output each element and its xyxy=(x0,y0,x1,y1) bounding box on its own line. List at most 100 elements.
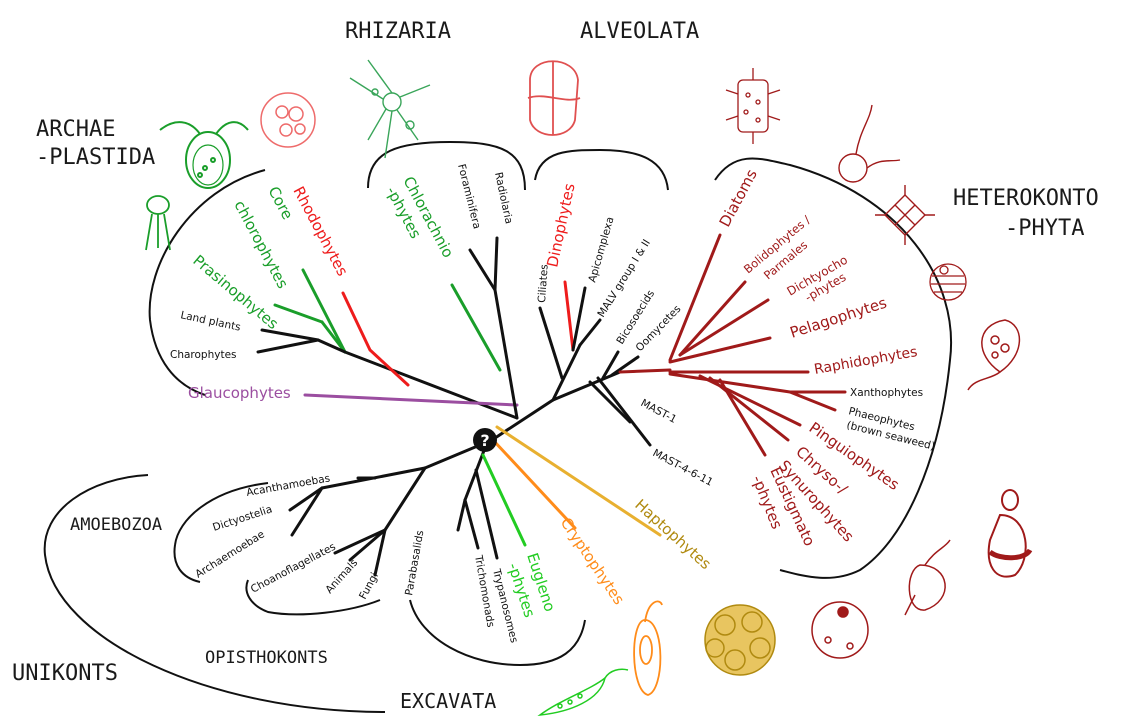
branch-ciliates xyxy=(538,306,564,380)
supergroup-amoebozoa: AMOEBOZOA xyxy=(70,515,162,535)
supergroup-rhizaria: RHIZARIA xyxy=(345,19,451,44)
heterokontophyta-bracket xyxy=(714,157,953,579)
branch-dinophytes xyxy=(563,280,575,352)
label-mast4: MAST-4-6-11 xyxy=(651,447,715,489)
branch-archaemoebae xyxy=(290,486,324,537)
branch-unikonts-trunk xyxy=(423,443,482,470)
branch-pelagophytes xyxy=(668,336,772,364)
chlorarachniophyte-illustration xyxy=(349,59,431,159)
supergroup-heterokontophyta-line1: HETEROKONTO xyxy=(953,186,1099,211)
label-pelagophytes: Pelagophytes xyxy=(788,294,889,342)
supergroup-archaeplastida-line2: -PLASTIDA xyxy=(36,145,155,170)
label-cryptophytes: Cryptophytes xyxy=(557,514,628,608)
supergroup-unikonts: UNIKONTS xyxy=(12,661,118,686)
label-parabasalids: Parabasalids xyxy=(403,529,426,596)
branch-choanoflagellates xyxy=(333,528,387,555)
branch-rhizaria-trunk xyxy=(493,288,519,420)
branch-eustigmatophytes xyxy=(718,378,767,457)
branch-oomycetes xyxy=(610,355,640,377)
archaeplastida-bracket xyxy=(148,169,266,396)
label-mast1: MAST-1 xyxy=(639,397,679,426)
branch-foraminifera xyxy=(468,248,497,292)
label-ciliates: Ciliates xyxy=(536,264,551,303)
branch-prasinophytes xyxy=(273,303,324,324)
label-core-chlorophytes-line1: Core xyxy=(264,183,296,222)
prasinophyte-illustration xyxy=(145,195,171,251)
branch-glaucophytes xyxy=(303,393,519,407)
cryptophyte-illustration xyxy=(633,600,663,696)
supergroup-alveolata: ALVEOLATA xyxy=(580,19,699,44)
label-raphidophytes: Raphidophytes xyxy=(813,344,919,378)
label-archaemoebae: Archaemoebae xyxy=(193,528,267,580)
pelagophyte-illustration xyxy=(929,263,967,301)
flagellate-illustration xyxy=(838,104,901,183)
branch-excavata-trunk xyxy=(463,446,487,502)
euglena-illustration xyxy=(537,668,629,717)
supergroup-heterokontophyta-line2: -PHYTA xyxy=(1005,216,1084,241)
branch-core-chlorophytes xyxy=(301,268,347,354)
branch-bolidophytes xyxy=(678,280,747,357)
label-radiolaria: Radiolaria xyxy=(492,171,515,225)
alveolata-bracket xyxy=(534,148,669,191)
branch-phaeophytes xyxy=(788,390,837,412)
dinoflagellate-illustration xyxy=(527,60,581,136)
amoebozoa-bracket xyxy=(173,482,269,583)
branch-ochrophyta-trunk xyxy=(618,368,672,374)
label-xanthophytes: Xanthophytes xyxy=(850,387,923,399)
branch-trypanosomes xyxy=(474,468,499,560)
branch-rhodophytes xyxy=(341,291,410,387)
branch-dictyostelia xyxy=(288,486,324,512)
branch-radiolaria xyxy=(493,236,499,292)
label-dinophytes: Dinophytes xyxy=(543,182,578,269)
branch-chlorarachniophytes xyxy=(450,283,502,372)
branch-cryptophytes xyxy=(491,438,577,530)
branch-trichomonads xyxy=(463,498,480,550)
root-question-mark: ? xyxy=(480,431,489,450)
dictyochophyte-illustration xyxy=(875,185,935,245)
branch-malv xyxy=(578,318,602,347)
branch-mast4 xyxy=(596,376,652,447)
label-glaucophytes: Glaucophytes xyxy=(188,384,291,402)
branch-euglenophytes xyxy=(481,453,527,547)
branch-chrysophytes xyxy=(708,376,790,442)
supergroup-excavata: EXCAVATA xyxy=(400,689,496,713)
label-diatoms: Diatoms xyxy=(716,166,761,230)
label-animals: Animals xyxy=(323,557,360,596)
label-foraminifera: Foraminifera xyxy=(455,163,483,230)
branch-haptophytes xyxy=(495,425,662,537)
branch-mast1 xyxy=(588,380,632,424)
label-dictyostelia: Dictyostelia xyxy=(211,503,274,534)
branch-opisthokonts-trunk xyxy=(383,466,427,532)
branch-parabasalids xyxy=(456,498,467,532)
label-land-plants: Land plants xyxy=(179,309,241,333)
branch-bicosoecids xyxy=(601,350,620,380)
label-charophytes: Charophytes xyxy=(170,349,237,361)
supergroup-archaeplastida-line1: ARCHAE xyxy=(36,117,115,142)
label-haptophytes: Haptophytes xyxy=(631,496,714,574)
unikonts-bracket xyxy=(43,474,386,713)
root-node: ? xyxy=(473,428,497,452)
branch-diatoms xyxy=(668,233,722,362)
eustigmatophyte-illustration xyxy=(811,601,869,659)
branch-archaeplastida-trunk xyxy=(343,350,519,420)
branch-alveolata-trunk xyxy=(551,343,582,402)
label-rhodophytes: Rhodophytes xyxy=(289,183,351,279)
coccolithophore-illustration xyxy=(704,604,776,676)
label-apicomplexa: Apicomplexa xyxy=(586,215,616,283)
branch-dictyochophytes xyxy=(678,298,770,357)
branch-charophytes xyxy=(256,338,320,354)
red-alga-illustration xyxy=(260,92,316,148)
chlamydomonas-illustration xyxy=(159,121,249,189)
rhizaria-bracket xyxy=(367,140,526,191)
diatom-illustration xyxy=(725,68,781,144)
branch-apicomplexa xyxy=(571,286,587,352)
chrysophyte-illustration xyxy=(987,489,1033,578)
raphidophyte-illustration xyxy=(967,319,1021,391)
excavata-bracket xyxy=(409,599,586,667)
branch-animals xyxy=(348,528,387,562)
branch-fungi xyxy=(373,528,387,577)
supergroup-opisthokonts: OPISTHOKONTS xyxy=(205,648,328,668)
opisthokonts-bracket xyxy=(245,579,381,616)
